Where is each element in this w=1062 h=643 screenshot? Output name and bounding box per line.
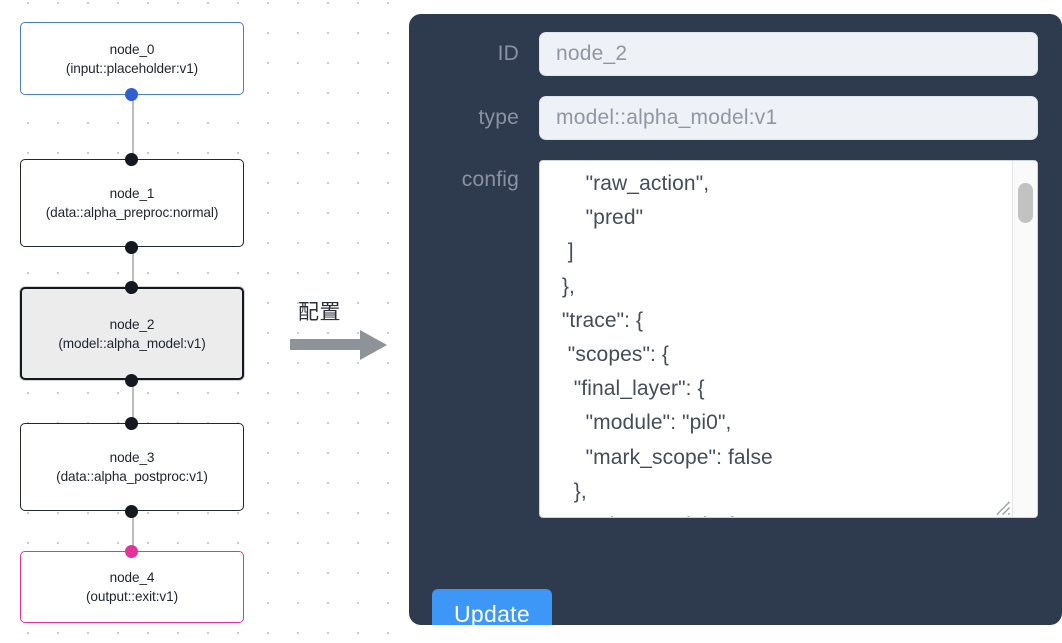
- node-id-label: node_0: [109, 41, 155, 57]
- id-field-row: ID node_2: [423, 32, 1038, 76]
- graph-canvas[interactable]: node_0 (input::placeholder:v1) node_1 (d…: [0, 0, 405, 643]
- resize-grip-icon[interactable]: [994, 499, 1011, 516]
- node-handle-node_2-target[interactable]: [125, 281, 138, 294]
- graph-node-node_2[interactable]: node_2 (model::alpha_model:v1): [20, 287, 244, 380]
- node-type-label: (model::alpha_model:v1): [58, 335, 206, 351]
- node-handle-node_3-source[interactable]: [125, 505, 138, 518]
- node-type-label: (data::alpha_preproc:normal): [45, 205, 219, 220]
- update-button[interactable]: Update: [432, 589, 552, 625]
- node-type-label: (input::placeholder:v1): [65, 60, 199, 76]
- node-id-label: node_1: [109, 186, 155, 201]
- node-id-label: node_3: [109, 450, 155, 465]
- edge-node3-node4: [131, 508, 134, 554]
- node-handle-node_3-target[interactable]: [125, 417, 138, 430]
- node-handle-node_0-source[interactable]: [125, 88, 138, 101]
- node-handle-node_2-source[interactable]: [125, 374, 138, 387]
- edge-node1-node2: [131, 244, 134, 290]
- config-scrollbar[interactable]: [1012, 161, 1037, 517]
- edge-node2-node3: [131, 377, 134, 426]
- type-field-row: type model::alpha_model:v1: [423, 96, 1038, 140]
- graph-node-node_4[interactable]: node_4 (output::exit:v1): [20, 551, 244, 623]
- config-field-row: config "raw_action", "pred" ] }, "trace"…: [423, 160, 1038, 518]
- type-input[interactable]: model::alpha_model:v1: [539, 96, 1038, 140]
- graph-node-node_1[interactable]: node_1 (data::alpha_preproc:normal): [20, 159, 244, 247]
- node-handle-node_4-target[interactable]: [125, 545, 138, 558]
- node-config-panel: ID node_2 type model::alpha_model:v1 con…: [409, 14, 1062, 625]
- id-input[interactable]: node_2: [539, 32, 1038, 76]
- right-arrow-icon: [290, 330, 387, 360]
- node-type-label: (data::alpha_postproc:v1): [56, 469, 208, 484]
- node-handle-node_1-source[interactable]: [125, 241, 138, 254]
- config-scrollbar-thumb[interactable]: [1018, 183, 1033, 223]
- config-textarea[interactable]: "raw_action", "pred" ] }, "trace": { "sc…: [561, 172, 773, 517]
- graph-node-node_3[interactable]: node_3 (data::alpha_postproc:v1): [20, 423, 244, 511]
- node-handle-node_1-target[interactable]: [125, 153, 138, 166]
- id-field-label: ID: [497, 42, 519, 65]
- edge-node0-node1: [131, 92, 134, 162]
- node-id-label: node_4: [109, 570, 155, 585]
- arrow-label: 配置: [298, 301, 341, 324]
- config-textarea-wrap[interactable]: "raw_action", "pred" ] }, "trace": { "sc…: [539, 160, 1038, 518]
- flow-arrow-group: 配置: [290, 296, 395, 366]
- type-field-label: type: [478, 106, 519, 129]
- graph-node-node_0[interactable]: node_0 (input::placeholder:v1): [20, 22, 244, 95]
- config-field-label: config: [461, 168, 519, 191]
- node-id-label: node_2: [109, 316, 155, 332]
- node-type-label: (output::exit:v1): [86, 589, 178, 604]
